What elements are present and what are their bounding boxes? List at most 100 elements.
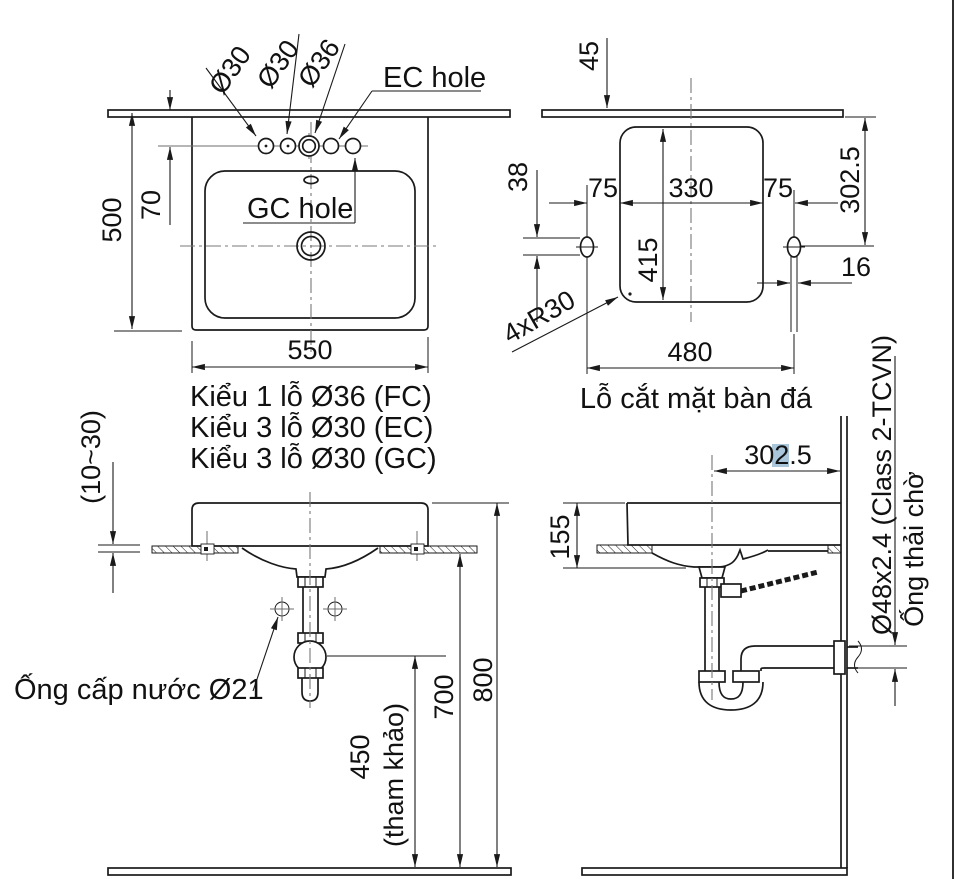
front-countertop-right — [379, 545, 478, 554]
leader-hole-3 — [314, 43, 346, 134]
faucet-hole-4-ec — [322, 137, 340, 155]
supply-leader — [252, 616, 279, 692]
faucet-hole-1-center — [264, 144, 268, 148]
supply-pipe-positions — [270, 597, 347, 621]
dim-label-45: 45 — [574, 41, 604, 71]
dim-label-500: 500 — [97, 197, 127, 242]
drain-hole-inner — [300, 235, 322, 257]
ec-leader — [338, 90, 373, 140]
dim-width-550: 550 — [191, 335, 429, 373]
faucet-hole-2-center — [286, 144, 290, 148]
hole-leader-labels: Ø30 Ø30 Ø36 — [203, 33, 346, 137]
caption-type-gc: Kiểu 3 lỗ Ø30 (GC) — [190, 442, 437, 475]
plan-view: 500 70 550 Ø30 Ø30 Ø36 EC hole — [97, 33, 511, 475]
waste-pipe-bottom — [760, 667, 838, 671]
side-trap-assembly — [698, 569, 862, 711]
dim-slot-width-16: 16 — [757, 252, 871, 287]
gc-hole-callout: GC hole — [243, 157, 359, 225]
side-bowl-underside — [651, 547, 769, 568]
front-sink-body — [191, 502, 429, 547]
dim-label-302-5: 302.5 — [835, 146, 865, 214]
clamp-right-mark — [414, 547, 418, 551]
dim-label-450: 450 — [345, 734, 375, 779]
dim-trap-height-450: 450 (tham khảo) — [327, 655, 446, 868]
dim-center-to-wall-302-5: 302.5 — [713, 440, 841, 475]
dim-label-480: 480 — [667, 337, 712, 367]
corner-mark — [628, 292, 632, 296]
waste-pipe-spec-label: Ø48x2.4 (Class 2-TCVN) — [867, 335, 897, 635]
utrap-outer — [698, 681, 764, 711]
hole-label-d30-1: Ø30 — [203, 40, 257, 99]
dim-slot-depth-302-5: 302.5 — [800, 117, 874, 247]
dim-depth-500: 500 — [97, 112, 182, 332]
dim-label-10-30: (10~30) — [76, 410, 106, 504]
hole-label-d30-2: Ø30 — [251, 34, 305, 93]
corner-radius-callout: 4xR30 — [498, 284, 619, 353]
digit-highlight — [772, 444, 789, 467]
dim-rim-to-bowl-155: 155 — [545, 502, 686, 569]
faucet-hole-3-inner — [301, 138, 317, 154]
ec-hole-label: EC hole — [383, 62, 486, 94]
dim-label-550: 550 — [287, 335, 332, 365]
side-view: 302.5 155 Ø48x2.4 (Class 2-TCVN) Ống thả… — [545, 335, 929, 876]
leader-hole-1 — [205, 67, 257, 137]
trap-nut-right — [732, 670, 760, 683]
dim-slot-offset-38: 38 — [503, 162, 541, 322]
caption-type-ec: Kiểu 3 lỗ Ø30 (EC) — [190, 411, 433, 444]
side-sink-front-edge — [626, 502, 629, 546]
caption-type-fc: Kiểu 1 lỗ Ø36 (FC) — [190, 380, 432, 413]
drain-hole-outer — [296, 231, 326, 261]
dim-label-right-75: 75 — [763, 173, 793, 203]
plan-captions: Kiểu 1 lỗ Ø36 (FC) Kiểu 3 lỗ Ø30 (EC) Ki… — [190, 380, 437, 475]
front-view: (10~30) Ống cấp nước Ø21 450 (tham khảo)… — [14, 410, 512, 876]
front-countertop-left — [151, 545, 239, 554]
dim-cutout-width-480: 480 — [586, 337, 795, 372]
dim-label-38: 38 — [503, 162, 533, 192]
clamp-left-mark — [204, 547, 208, 551]
cutout-outline — [619, 126, 764, 303]
plan-countertop-edge — [107, 109, 511, 118]
dim-label-450-note: (tham khảo) — [379, 703, 409, 847]
utrap-inner — [718, 681, 744, 700]
dim-label-800: 800 — [468, 657, 498, 702]
poprod-connector — [720, 583, 742, 598]
hole-label-d36: Ø36 — [292, 33, 346, 92]
dim-label-415: 415 — [633, 237, 663, 282]
waste-pipe-top — [740, 645, 838, 671]
dim-chain-75-330-75: 75 330 75 — [549, 173, 838, 207]
dim-label-330: 330 — [668, 173, 713, 203]
side-countertop-front — [596, 544, 653, 554]
cutout-caption: Lỗ cắt mặt bàn đá — [580, 382, 813, 415]
dim-counter-thickness: (10~30) — [76, 410, 140, 593]
dim-back-edge-45: 45 — [574, 38, 611, 109]
popup-rod — [740, 569, 819, 594]
side-countertop-back — [827, 544, 842, 554]
left-bolt-slot — [523, 185, 598, 374]
right-bolt-slot — [783, 190, 805, 374]
leader-hole-2 — [285, 33, 300, 135]
radius-label: 4xR30 — [498, 284, 581, 349]
supply-pipe-callout: Ống cấp nước Ø21 — [14, 616, 279, 706]
dim-cutout-depth-415: 415 — [633, 128, 667, 301]
dim-counter-height-700: 700 — [429, 553, 464, 868]
dim-label-700: 700 — [429, 674, 459, 719]
plan-basin-rim — [204, 170, 416, 319]
gc-hole-label: GC hole — [247, 193, 353, 225]
ec-hole-callout: EC hole — [338, 62, 486, 140]
dim-label-left-75: 75 — [588, 173, 618, 203]
dim-hole-offset-70: 70 — [136, 90, 174, 225]
dim-label-302-5: 302.5 — [744, 440, 812, 470]
faucet-hole-5-gc — [344, 137, 362, 155]
cutout-countertop-edge — [541, 109, 844, 118]
dim-label-70: 70 — [136, 190, 166, 220]
radius-leader — [511, 296, 619, 353]
plan-sink-outline — [191, 117, 429, 331]
dim-waste-pipe: Ø48x2.4 (Class 2-TCVN) Ống thải chờ — [849, 335, 929, 706]
dim-rim-height-800: 800 — [432, 502, 509, 868]
dim-label-16: 16 — [841, 252, 871, 282]
dim-label-155: 155 — [545, 514, 575, 559]
front-floor-line — [107, 867, 512, 876]
wall-collar — [833, 640, 846, 675]
side-floor-line — [581, 867, 848, 876]
